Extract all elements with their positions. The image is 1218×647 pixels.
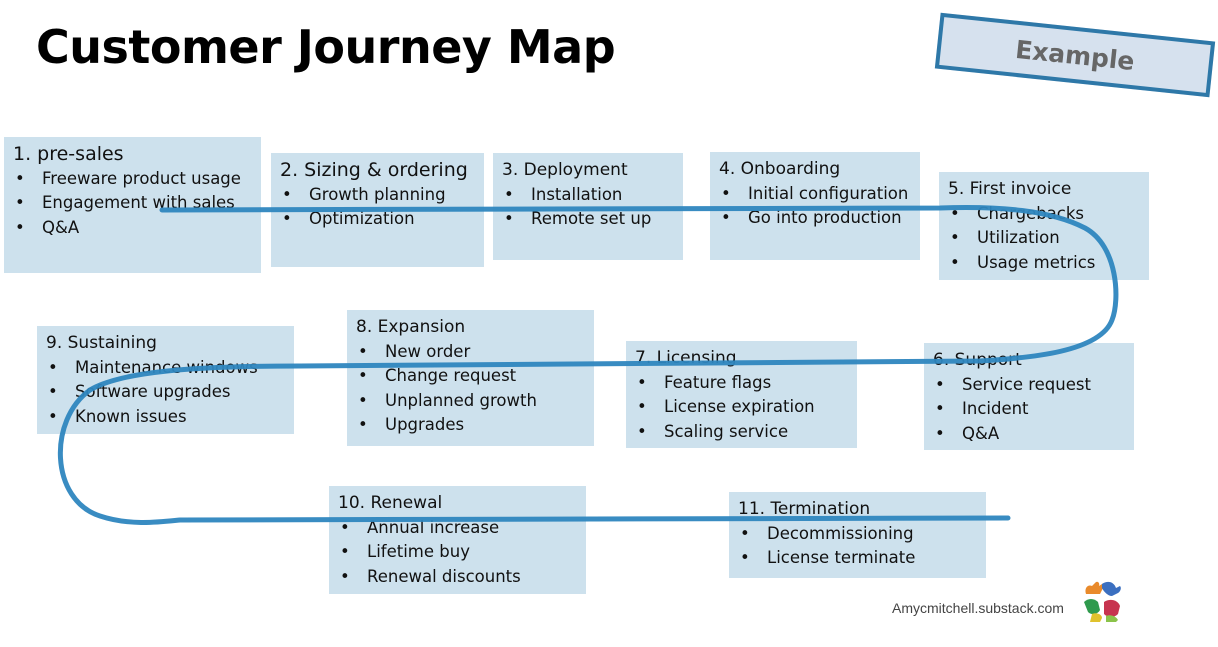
stage-sustaining: 9. Sustaining Maintenance windows Softwa…	[37, 326, 294, 434]
stage-heading: 1. pre-sales	[13, 143, 124, 165]
page-title: Customer Journey Map	[36, 20, 616, 74]
stage-item: Q&A	[13, 216, 253, 241]
stage-sizing-ordering: 2. Sizing & ordering Growth planning Opt…	[271, 153, 484, 267]
stage-expansion: 8. Expansion New order Change request Un…	[347, 310, 594, 446]
stage-termination: 11. Termination Decommissioning License …	[729, 492, 986, 578]
stage-heading: 9. Sustaining	[46, 333, 157, 353]
credit-link[interactable]: Amycmitchell.substack.com	[892, 600, 1064, 616]
stage-item: Freeware product usage	[13, 167, 253, 192]
stage-item: Upgrades	[356, 413, 586, 438]
stage-heading: 5. First invoice	[948, 179, 1072, 199]
stage-heading: 4. Onboarding	[719, 159, 841, 179]
stage-item: Feature flags	[635, 371, 849, 396]
stage-heading: 8. Expansion	[356, 317, 466, 337]
stage-item: Optimization	[280, 207, 476, 232]
hands-logo-icon	[1082, 580, 1122, 622]
stage-heading: 6. Support	[933, 350, 1022, 370]
stage-item: Installation	[502, 183, 675, 208]
stage-first-invoice: 5. First invoice Chargebacks Utilization…	[939, 172, 1149, 280]
stage-item: Software upgrades	[46, 380, 286, 405]
stage-item: License expiration	[635, 395, 849, 420]
stage-heading: 10. Renewal	[338, 493, 443, 513]
stage-item: Incident	[933, 397, 1126, 422]
stage-pre-sales: 1. pre-sales Freeware product usage Enga…	[4, 137, 261, 273]
stage-item: Renewal discounts	[338, 565, 578, 590]
stage-item: Service request	[933, 373, 1126, 398]
stage-heading: 7. Licensing	[635, 348, 737, 368]
stage-onboarding: 4. Onboarding Initial configuration Go i…	[710, 152, 920, 260]
stage-item: New order	[356, 340, 586, 365]
stage-support: 6. Support Service request Incident Q&A	[924, 343, 1134, 450]
stage-item: Decommissioning	[738, 522, 978, 547]
stage-item: Known issues	[46, 405, 286, 430]
stage-item: Engagement with sales	[13, 191, 253, 216]
stage-item: Growth planning	[280, 183, 476, 208]
stage-item: Scaling service	[635, 420, 849, 445]
stage-item: Remote set up	[502, 207, 675, 232]
stage-item: Utilization	[948, 226, 1141, 251]
stage-item: Initial configuration	[719, 182, 912, 207]
stage-renewal: 10. Renewal Annual increase Lifetime buy…	[329, 486, 586, 594]
stage-item: Maintenance windows	[46, 356, 286, 381]
stage-item: Chargebacks	[948, 202, 1141, 227]
stage-heading: 3. Deployment	[502, 160, 628, 180]
stage-item: Q&A	[933, 422, 1126, 447]
stage-item: Annual increase	[338, 516, 578, 541]
stage-item: Usage metrics	[948, 251, 1141, 276]
stage-item: Change request	[356, 364, 586, 389]
stage-item: License terminate	[738, 546, 978, 571]
example-badge: Example	[934, 12, 1216, 98]
stage-licensing: 7. Licensing Feature flags License expir…	[626, 341, 857, 448]
stage-heading: 2. Sizing & ordering	[280, 159, 468, 181]
stage-item: Lifetime buy	[338, 540, 578, 565]
stage-deployment: 3. Deployment Installation Remote set up	[493, 153, 683, 260]
stage-item: Unplanned growth	[356, 389, 586, 414]
stage-heading: 11. Termination	[738, 499, 871, 519]
stage-item: Go into production	[719, 206, 912, 231]
